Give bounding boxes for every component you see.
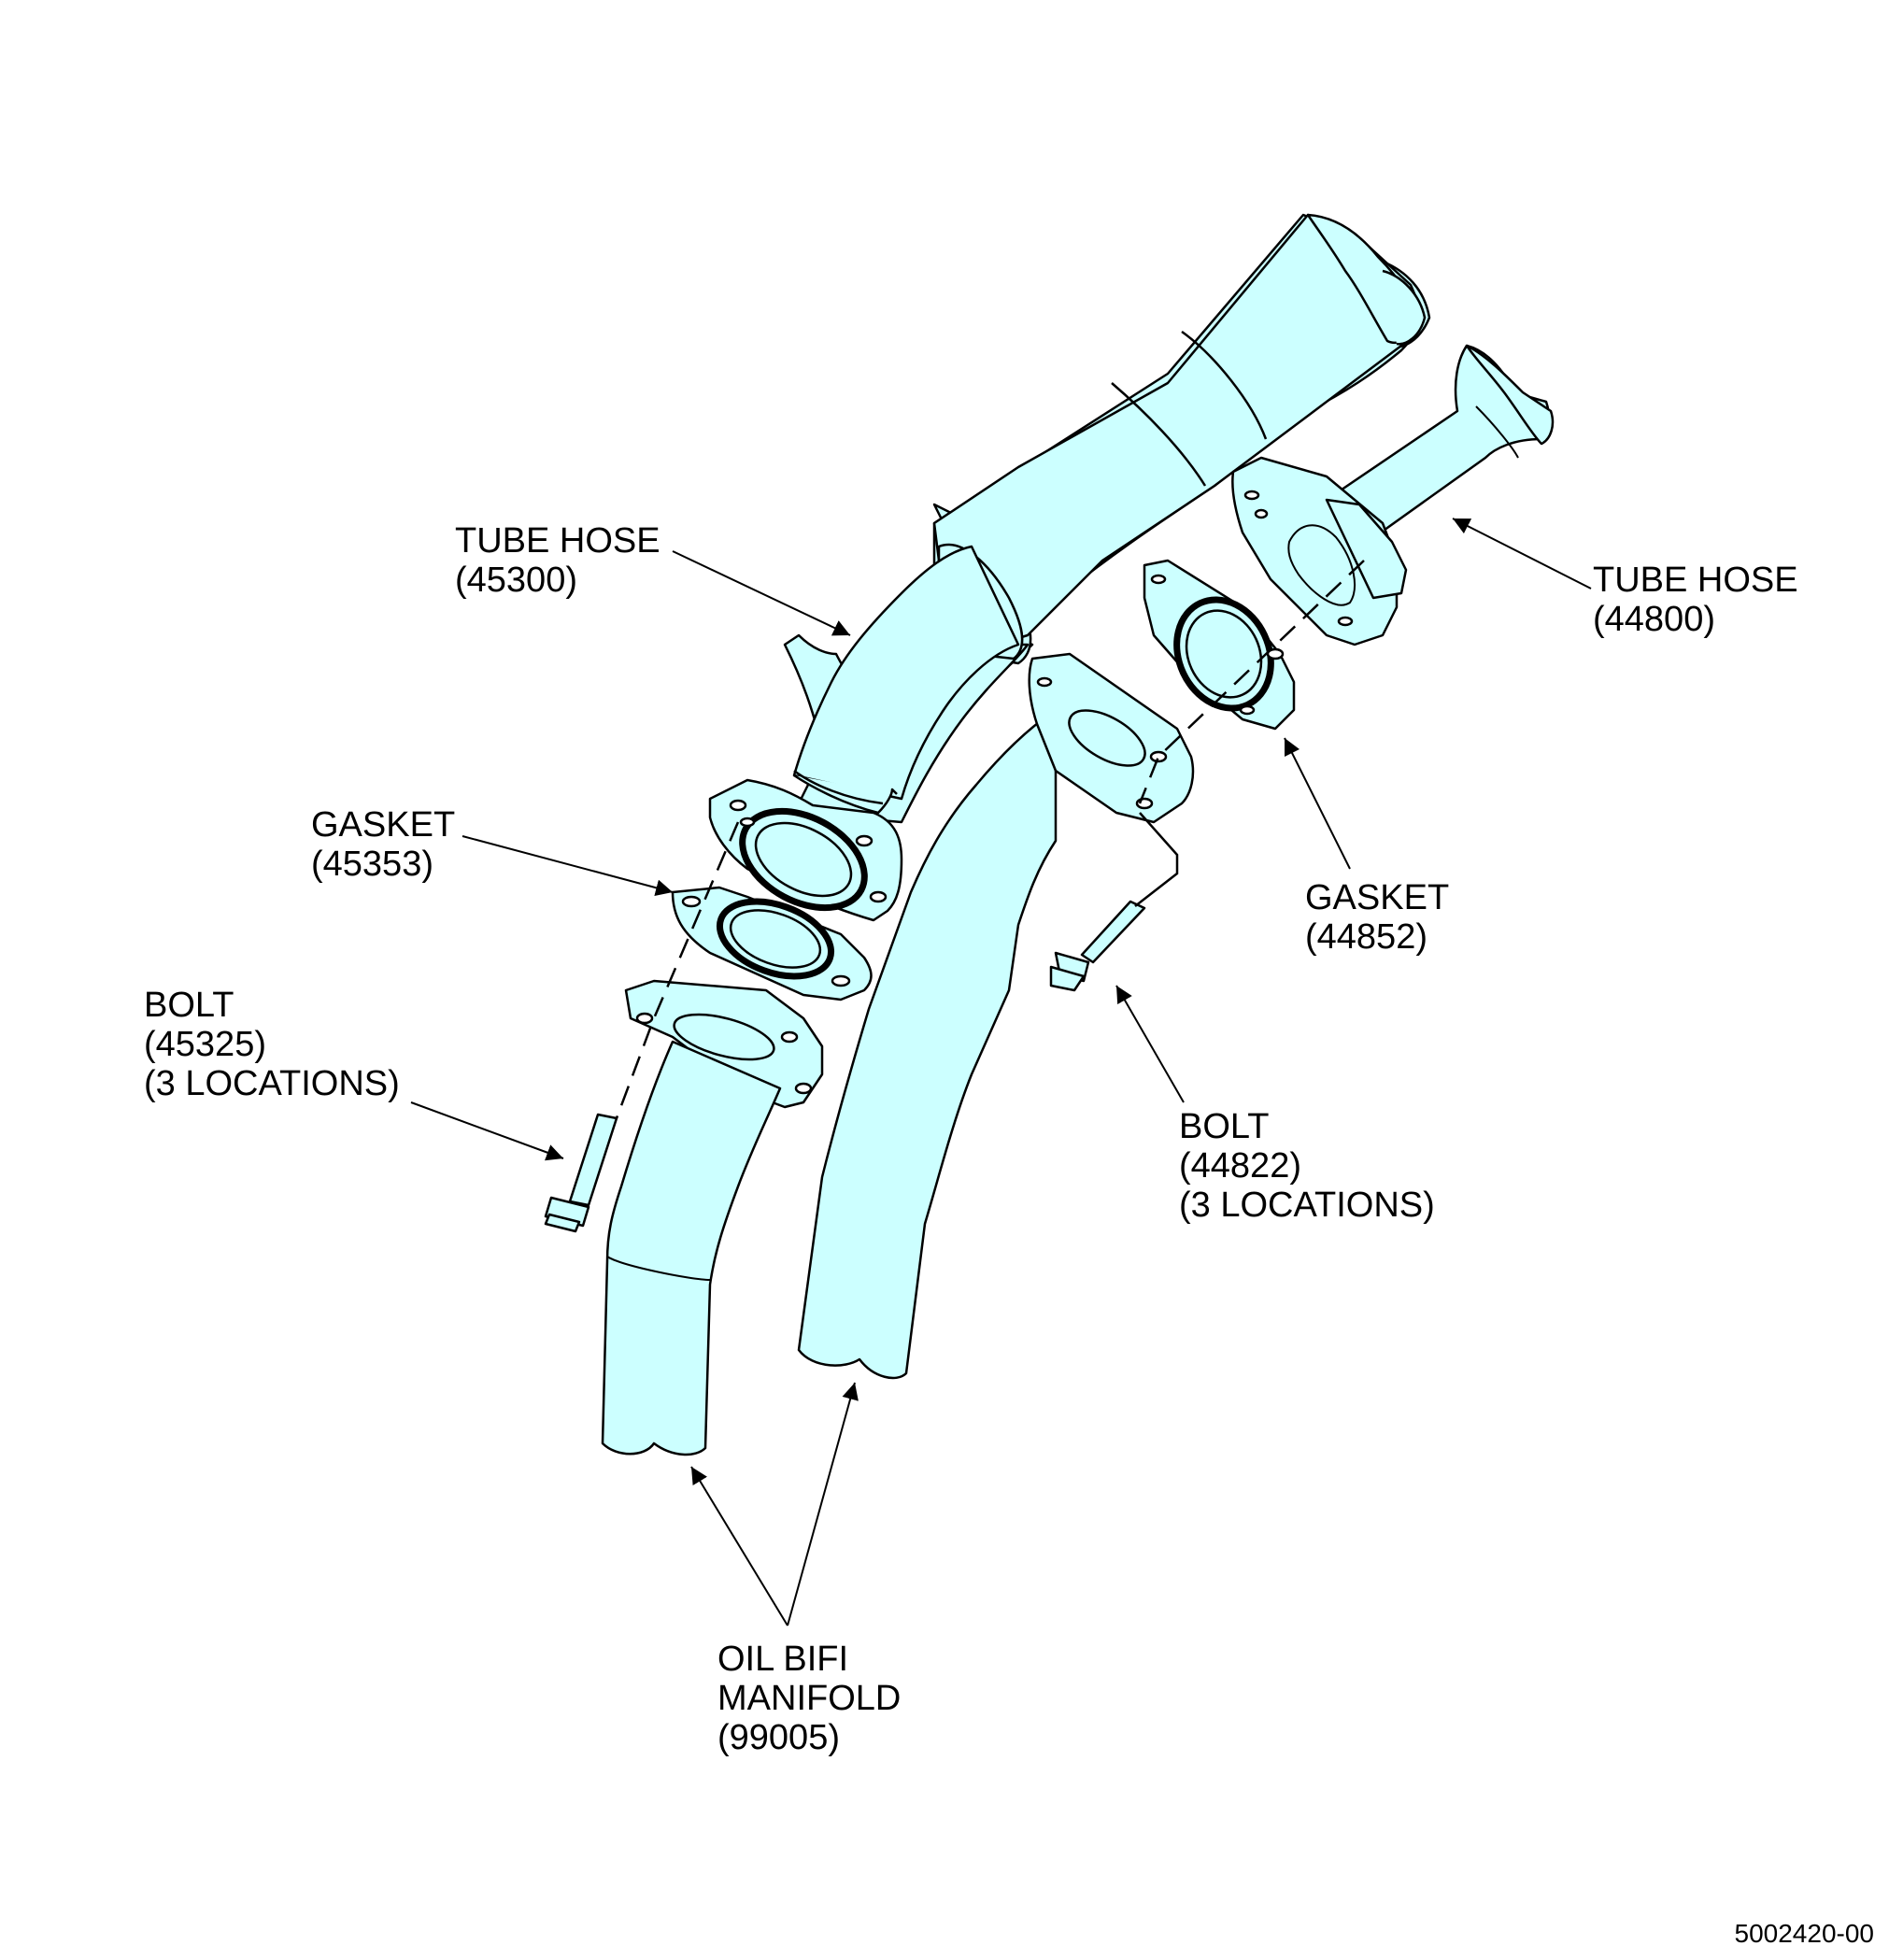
manifold-flange-left — [624, 979, 824, 1109]
gasket-44852 — [1143, 559, 1296, 731]
label-tube-hose-45300: TUBE HOSE (45300) — [455, 521, 660, 600]
label-line: TUBE HOSE — [1593, 561, 1798, 600]
gasket-45353 — [671, 886, 873, 1001]
label-tube-hose-44800: TUBE HOSE (44800) — [1593, 561, 1798, 639]
label-line: (44822) — [1179, 1146, 1301, 1186]
label-line: BOLT — [144, 986, 234, 1025]
alignment-lines — [615, 560, 1365, 1119]
label-line: (44800) — [1593, 600, 1715, 639]
label-line: (45325) — [144, 1025, 266, 1064]
label-line: BOLT — [1179, 1107, 1270, 1146]
label-bolt-45325: BOLT (45325) (3 LOCATIONS) — [144, 986, 400, 1103]
label-line: OIL BIFI — [717, 1640, 849, 1679]
label-line: GASKET — [1305, 878, 1450, 917]
label-line: (99005) — [717, 1718, 840, 1757]
leader-lines — [410, 518, 1592, 1626]
document-number: 5002420-00 — [1734, 1919, 1874, 1948]
label-gasket-44852: GASKET (44852) — [1305, 878, 1449, 957]
manifold-pipe-left — [601, 1040, 782, 1456]
bolt-44822 — [1049, 900, 1146, 992]
label-line: (3 LOCATIONS) — [144, 1064, 400, 1103]
label-line: (45353) — [311, 845, 433, 884]
label-gasket-45353: GASKET (45353) — [311, 805, 455, 884]
tube-hose-45300-body — [792, 213, 1427, 815]
bolt-45325 — [544, 1113, 618, 1233]
flange-45300 — [708, 778, 903, 922]
label-line: (44852) — [1305, 917, 1427, 957]
label-line: (3 LOCATIONS) — [1179, 1186, 1435, 1225]
label-line: (45300) — [455, 561, 577, 600]
label-bolt-44822: BOLT (44822) (3 LOCATIONS) — [1179, 1107, 1435, 1225]
manifold-pipe-right — [797, 652, 1195, 1380]
label-line: TUBE HOSE — [455, 521, 660, 561]
label-line: MANIFOLD — [717, 1679, 902, 1718]
tube-hose-44800 — [1231, 344, 1555, 646]
label-oil-bifi-manifold-99005: OIL BIFI MANIFOLD (99005) — [717, 1640, 901, 1757]
label-line: GASKET — [311, 805, 456, 845]
